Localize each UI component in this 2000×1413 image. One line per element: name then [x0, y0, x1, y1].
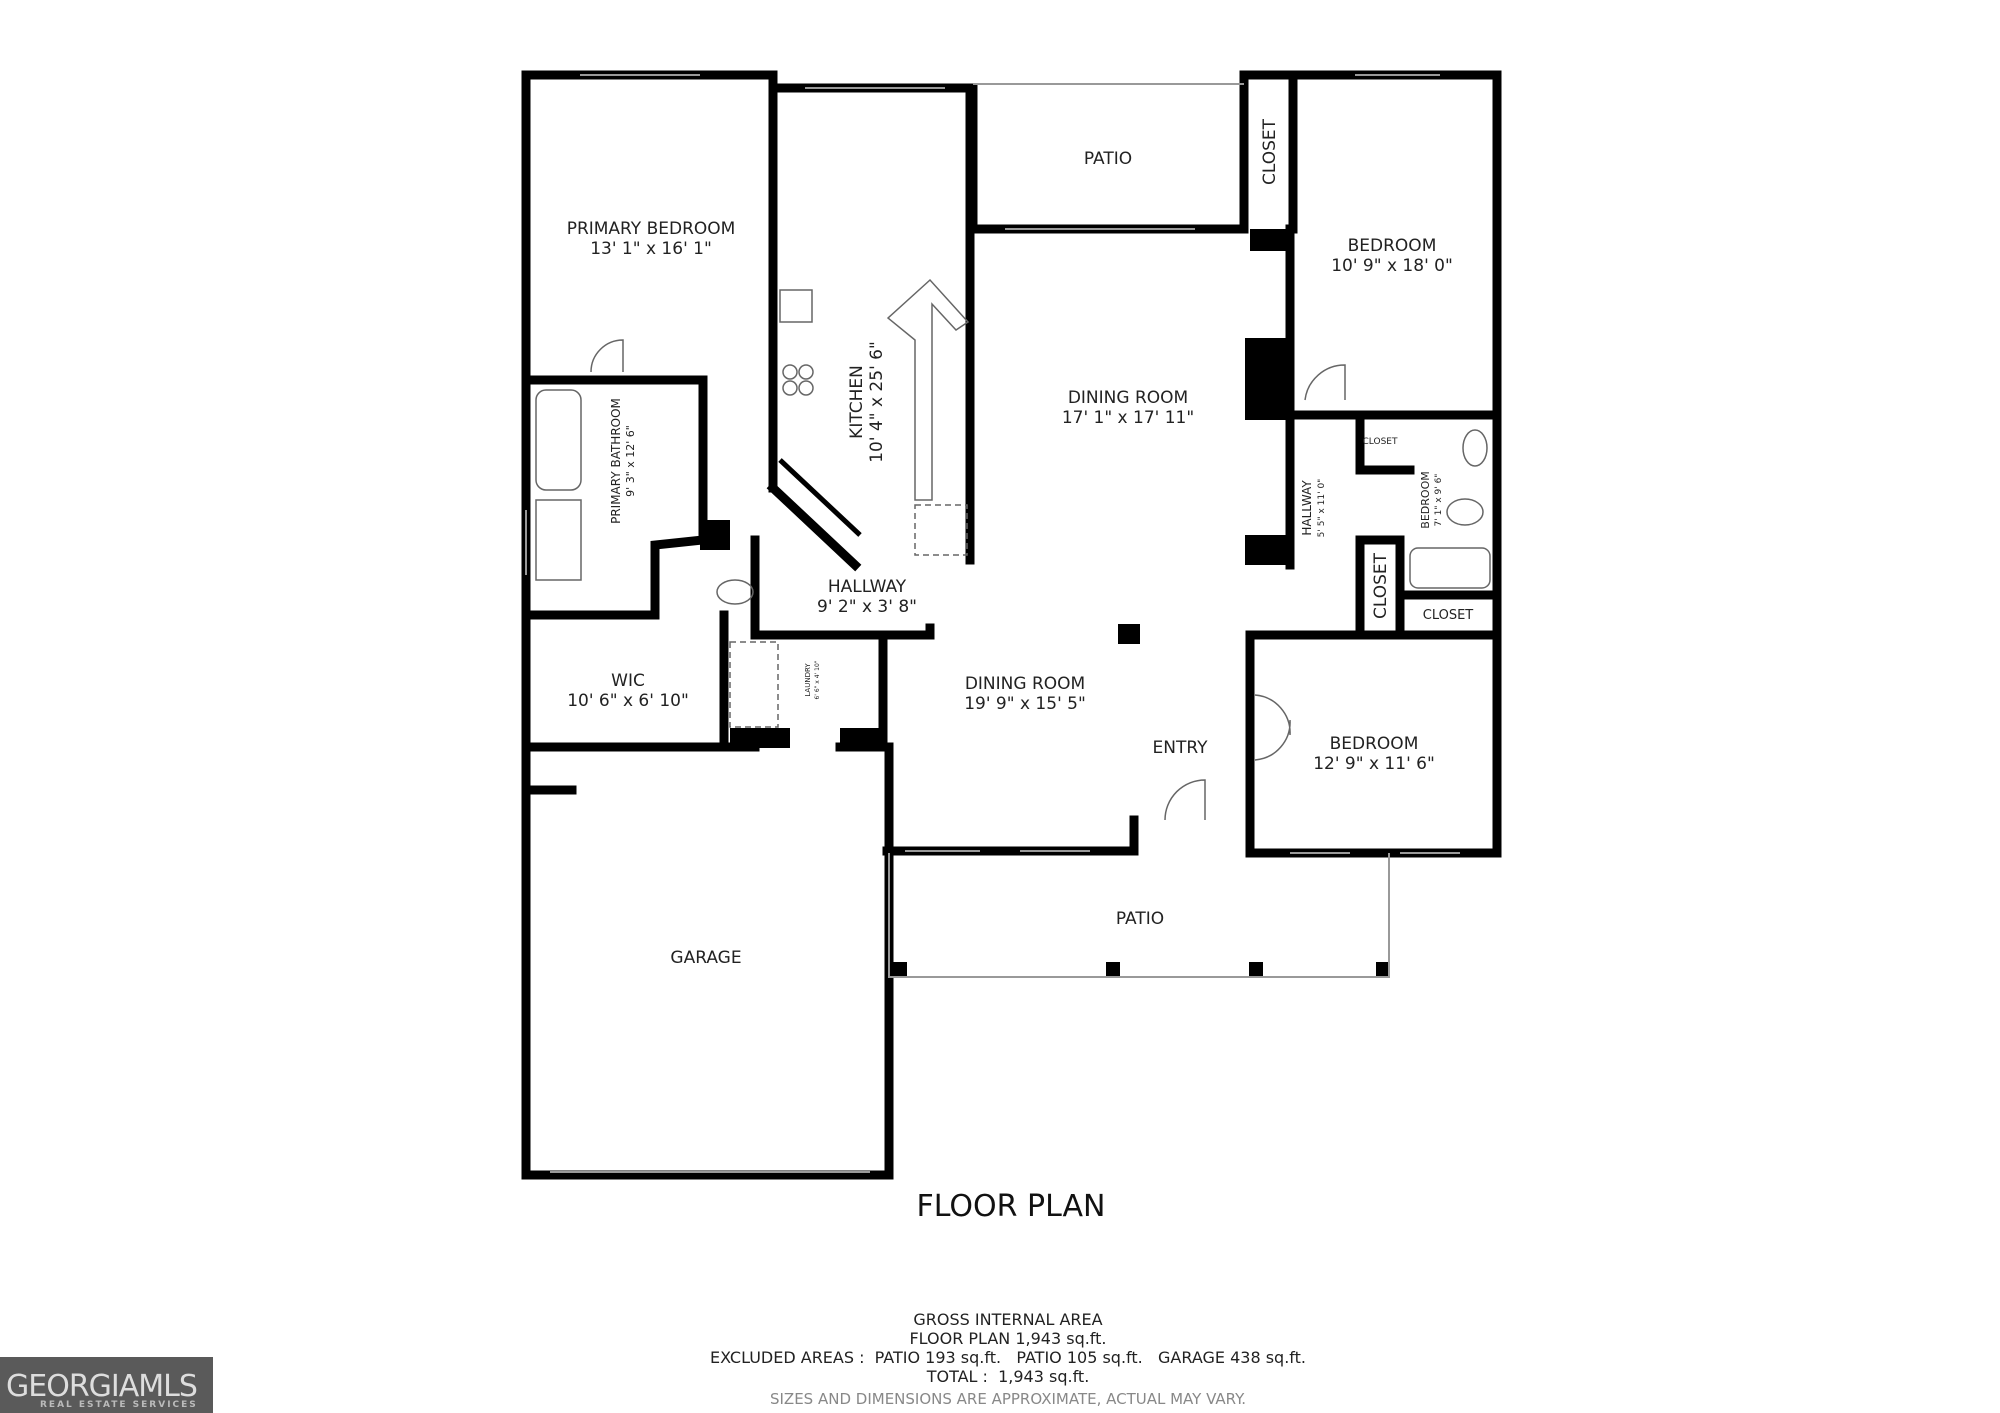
bedroom-se-label: BEDROOM [1330, 734, 1419, 754]
kitchen-dims: 10' 4" x 25' 6" [867, 341, 887, 463]
hallway-east-dims: 5' 5" x 11' 0" [1317, 479, 1327, 538]
summary-total: TOTAL : 1,943 sq.ft. [926, 1367, 1090, 1386]
bedroom-se-dims: 12' 9" x 11' 6" [1313, 754, 1435, 774]
bedroom-small-label: BEDROOM [1419, 471, 1432, 528]
front-patio-label: PATIO [1116, 909, 1164, 929]
area-summary: GROSS INTERNAL AREA FLOOR PLAN 1,943 sq.… [710, 1310, 1306, 1408]
closet-top-label: CLOSET [1260, 118, 1280, 185]
wall-blocks [700, 229, 1390, 976]
hallway-label: HALLWAY [828, 577, 907, 597]
floor-plan-title: FLOOR PLAN [917, 1189, 1106, 1224]
bedroom-ne-dims: 10' 9" x 18' 0" [1331, 256, 1453, 276]
laundry-label: LAUNDRY [804, 663, 812, 697]
closet-bottom-label: CLOSET [1423, 608, 1474, 623]
disclaimer: SIZES AND DIMENSIONS ARE APPROXIMATE, AC… [770, 1390, 1246, 1408]
room-labels: PRIMARY BEDROOM 13' 1" x 16' 1" PATIO CL… [567, 118, 1474, 968]
primary-bathroom-label: PRIMARY BATHROOM [609, 398, 623, 524]
dining-room-2-dims: 19' 9" x 15' 5" [964, 694, 1086, 714]
summary-floor-plan: FLOOR PLAN 1,943 sq.ft. [909, 1329, 1106, 1348]
bedroom-small-dims: 7' 1" x 9' 6" [1434, 474, 1444, 527]
bedroom-ne-label: BEDROOM [1348, 236, 1437, 256]
summary-excluded: EXCLUDED AREAS : PATIO 193 sq.ft. PATIO … [710, 1348, 1306, 1367]
rear-patio-label: PATIO [1084, 149, 1132, 169]
summary-heading: GROSS INTERNAL AREA [913, 1310, 1102, 1329]
windows-and-fixtures [525, 74, 1491, 1173]
dining-room-2-label: DINING ROOM [965, 674, 1085, 694]
wic-dims: 10' 6" x 6' 10" [567, 691, 689, 711]
logo-text: GEORGIAMLS [6, 1369, 198, 1404]
hallway-east-label: HALLWAY [1300, 480, 1314, 536]
closet-small-label: CLOSET [1363, 437, 1398, 447]
hallway-dims: 9' 2" x 3' 8" [817, 597, 917, 617]
logo-tagline: REAL ESTATE SERVICES [40, 1400, 198, 1410]
primary-bedroom-label: PRIMARY BEDROOM [567, 219, 736, 239]
kitchen-label: KITCHEN [847, 365, 867, 439]
wic-label: WIC [611, 671, 645, 691]
primary-bedroom-dims: 13' 1" x 16' 1" [590, 239, 712, 259]
dining-room-1-dims: 17' 1" x 17' 11" [1062, 408, 1194, 428]
closet-vertical-label: CLOSET [1371, 552, 1391, 619]
georgia-mls-logo: GEORGIAMLS REAL ESTATE SERVICES [0, 1357, 213, 1413]
laundry-dims: 6' 6" x 4' 10" [814, 660, 821, 699]
garage-label: GARAGE [670, 948, 741, 968]
dining-room-1-label: DINING ROOM [1068, 388, 1188, 408]
primary-bathroom-dims: 9' 3" x 12' 6" [624, 425, 637, 497]
entry-label: ENTRY [1153, 738, 1209, 758]
